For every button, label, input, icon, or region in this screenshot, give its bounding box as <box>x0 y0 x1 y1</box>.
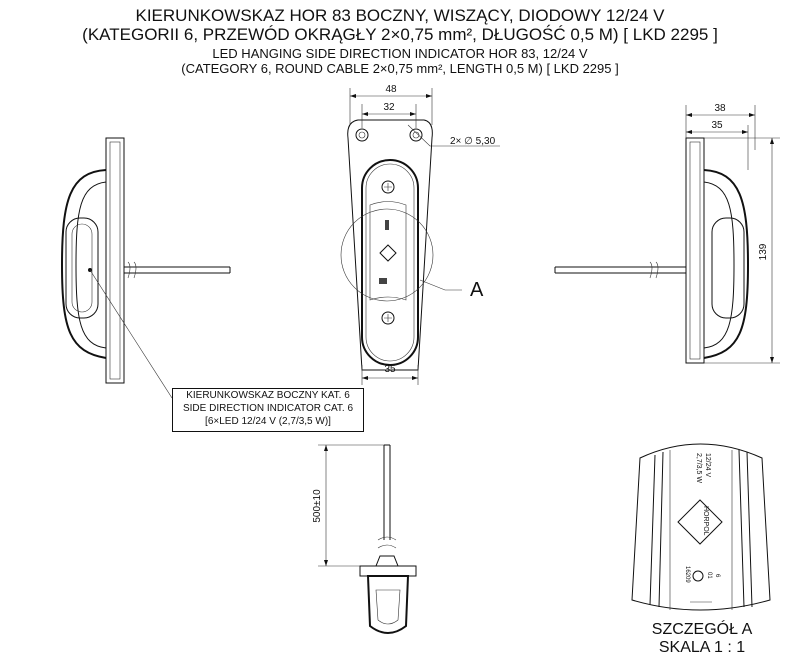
detail-category: 6 <box>714 574 720 578</box>
callout-line-2: SIDE DIRECTION INDICATOR CAT. 6 <box>182 403 354 414</box>
detail-approval-code: 01 <box>706 572 712 579</box>
dim-height: 139 <box>758 243 769 260</box>
title-line-2: (KATEGORII 6, PRZEWÓD OKRĄGŁY 2×0,75 mm²… <box>82 25 718 44</box>
dim-cable-length: 500±10 <box>312 489 323 523</box>
dim-hole-spacing: 32 <box>383 102 395 113</box>
dim-front-width-top: 48 <box>385 84 397 95</box>
right-side-view: 38 35 139 <box>554 103 780 364</box>
callout-line-3: [6×LED 12/24 V (2,7/3,5 W)] <box>205 416 331 427</box>
dim-hole-diameter: 2× ∅ 5,30 <box>450 136 496 147</box>
dim-front-width-bottom: 35 <box>384 364 396 375</box>
detail-a-view: 12/24 V 2,7/3,5 W HORPOL 16209 01 6 SZCZ… <box>631 443 771 656</box>
title-line-3: LED HANGING SIDE DIRECTION INDICATOR HOR… <box>212 46 588 61</box>
bottom-view: 500±10 <box>312 444 417 634</box>
detail-rating-1: 12/24 V <box>704 453 711 477</box>
title-line-1: KIERUNKOWSKAZ HOR 83 BOCZNY, WISZĄCY, DI… <box>135 6 665 25</box>
detail-rating-2: 2,7/3,5 W <box>695 453 702 483</box>
callout-box: KIERUNKOWSKAZ BOCZNY KAT. 6 SIDE DIRECTI… <box>172 388 364 432</box>
dim-side-depth-body: 35 <box>711 120 723 131</box>
detail-caption-2: SKALA 1 : 1 <box>659 639 745 656</box>
detail-logo: HORPOL <box>702 506 709 536</box>
title-line-4: (CATEGORY 6, ROUND CABLE 2×0,75 mm², LEN… <box>181 61 619 76</box>
front-view: A 48 32 2× ∅ 5,30 35 <box>340 84 500 385</box>
detail-approval: 16209 <box>684 566 690 583</box>
left-side-view <box>60 137 231 399</box>
detail-marker: A <box>470 279 484 301</box>
dim-side-depth: 38 <box>714 103 726 114</box>
detail-caption-1: SZCZEGÓŁ A <box>652 619 753 638</box>
callout-line-1: KIERUNKOWSKAZ BOCZNY KAT. 6 <box>186 390 350 401</box>
